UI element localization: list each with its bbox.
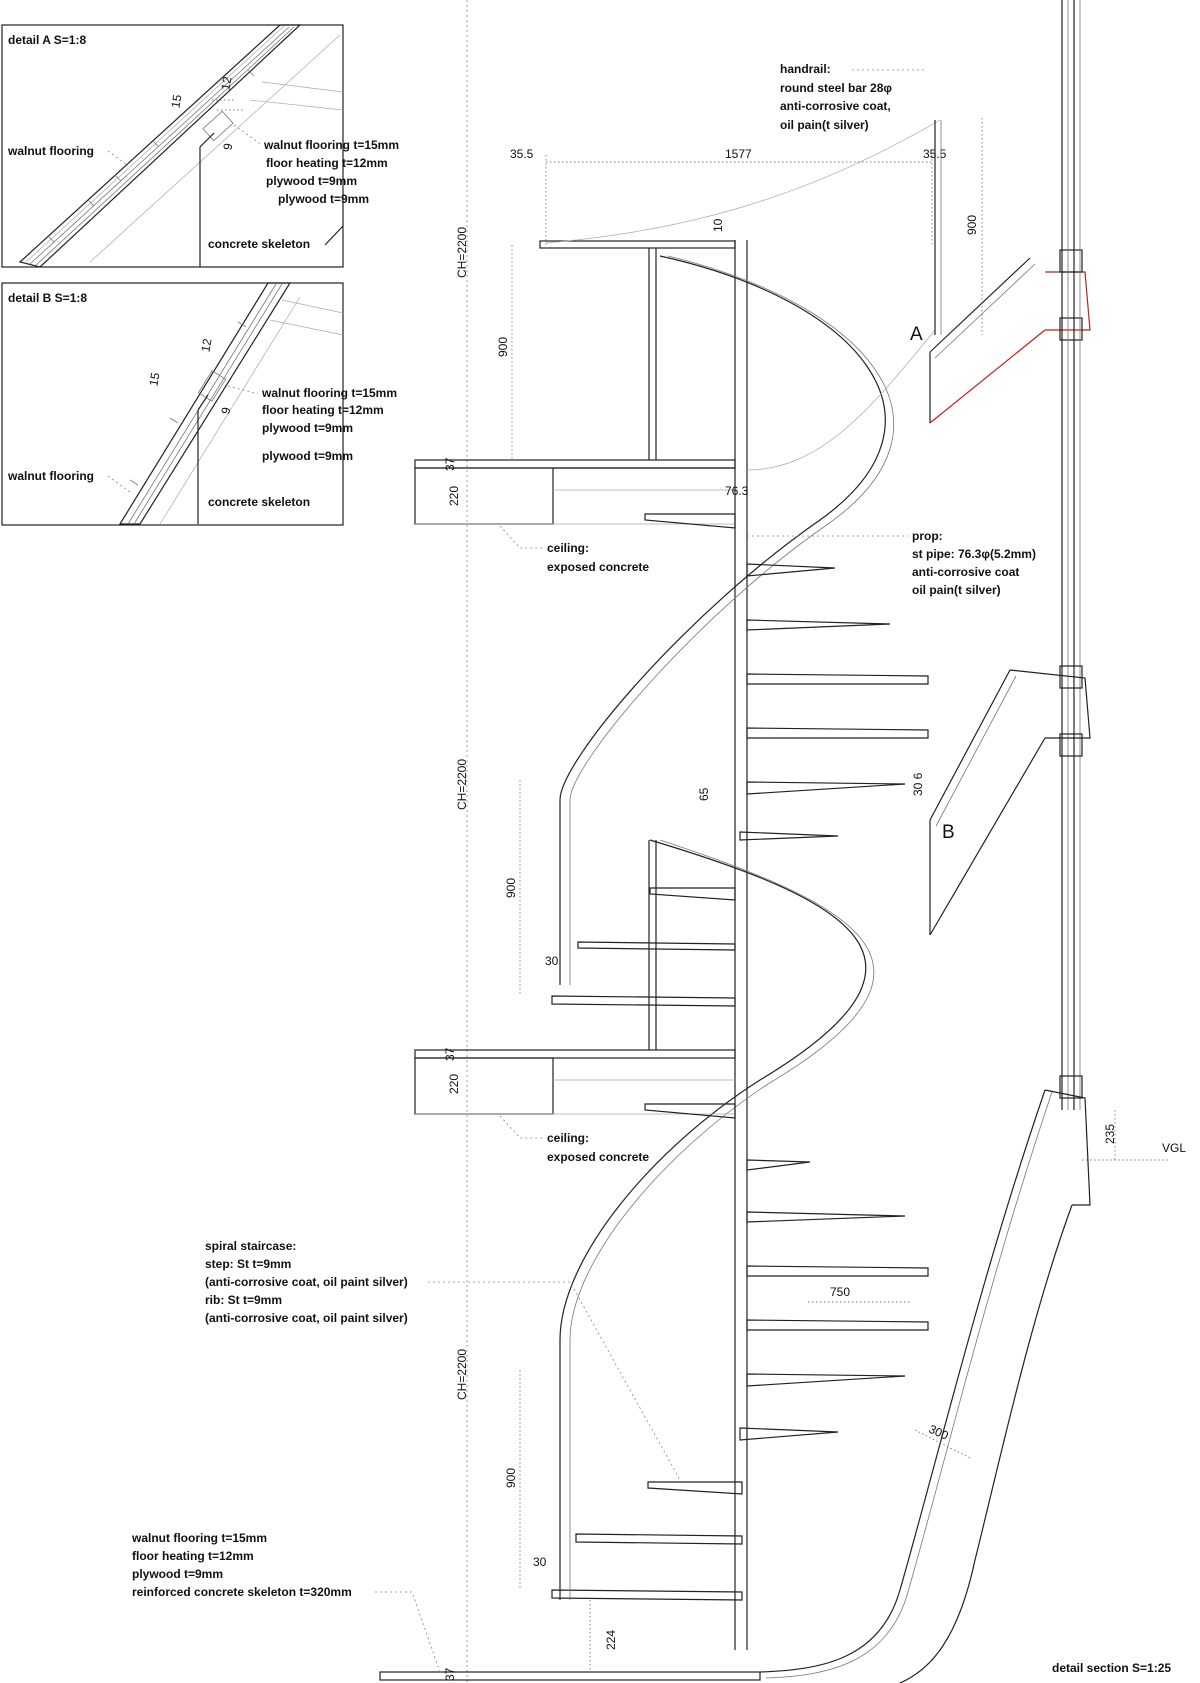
staircase-line-2: (anti-corrosive coat, oil paint silver) — [205, 1275, 408, 1289]
ceiling-1-line-1: exposed concrete — [547, 560, 649, 574]
dim-300: 300 — [927, 1422, 951, 1443]
detail-a-dim-2: 9 — [220, 142, 235, 151]
ch-label-3: CH=2200 — [455, 1349, 469, 1400]
dim-224: 224 — [604, 1630, 618, 1650]
window-mullions — [1061, 0, 1081, 1110]
dim-220-b: 220 — [447, 1074, 461, 1094]
floor-spec-line-0: walnut flooring t=15mm — [131, 1531, 267, 1545]
detail-a-layer-2: plywood t=9mm — [266, 174, 357, 188]
detail-a-dim-1: 12 — [218, 75, 234, 91]
handrail-line-2: anti-corrosive coat, — [780, 99, 891, 113]
floor-slab-middle: 37 220 ceiling: exposed concrete — [414, 1047, 736, 1164]
detail-a-layer-3: plywood t=9mm — [278, 192, 369, 206]
dim-30-6: 30 6 — [911, 772, 925, 796]
detail-b-layer-3: plywood t=9mm — [262, 449, 353, 463]
drawing-title: detail section S=1:25 — [1052, 1661, 1171, 1675]
prop-pipe — [734, 240, 748, 1650]
upper-landing — [539, 119, 941, 801]
detail-a-layer-1: floor heating t=12mm — [266, 156, 388, 170]
dim-235: 235 — [1103, 1124, 1117, 1144]
detail-a-skeleton-label: concrete skeleton — [208, 237, 310, 251]
steps-lower — [551, 1159, 929, 1601]
detail-b-layer-0: walnut flooring t=15mm — [261, 386, 397, 400]
handrail-line-0: handrail: — [780, 62, 831, 76]
ceiling-1-line-0: ceiling: — [547, 541, 589, 555]
detail-a-panel: detail A S=1:8 15 12 9 walnut flooring w… — [1, 24, 399, 268]
detail-a-title: detail A S=1:8 — [8, 33, 86, 47]
dim-10: 10 — [711, 218, 725, 232]
marker-a: A — [910, 324, 923, 345]
prop-line-3: oil pain(t silver) — [912, 583, 1001, 597]
staircase-line-0: spiral staircase: — [205, 1239, 296, 1253]
detail-b-dim-0: 15 — [146, 371, 162, 387]
floor-slab-upper: 37 220 ceiling: exposed concrete — [414, 457, 736, 574]
ch-label-2: CH=2200 — [455, 759, 469, 810]
dim-37-c: 37 — [443, 1667, 457, 1681]
detail-b-dim-2: 9 — [218, 406, 233, 415]
dim-37-b: 37 — [443, 1047, 457, 1061]
detail-a-flooring-label: walnut flooring — [7, 144, 94, 158]
detail-b-skeleton-label: concrete skeleton — [208, 495, 310, 509]
dim-65: 65 — [697, 787, 711, 801]
sloped-wall-b — [929, 665, 1091, 936]
prop-line-2: anti-corrosive coat — [912, 565, 1019, 579]
floor-spec-line-2: plywood t=9mm — [132, 1567, 223, 1581]
detail-a-dim-0: 15 — [168, 93, 184, 109]
detail-b-title: detail B S=1:8 — [8, 291, 87, 305]
dim-37-a: 37 — [443, 457, 457, 471]
handrail-line-1: round steel bar 28φ — [780, 81, 892, 95]
detail-b-layer-1: floor heating t=12mm — [262, 403, 384, 417]
floor-slab-ground: 37 224 — [379, 1600, 761, 1681]
marker-b: B — [942, 822, 955, 843]
prop-line-1: st pipe: 76.3φ(5.2mm) — [912, 547, 1036, 561]
dim-900-top: 900 — [496, 337, 510, 357]
dim-1577: 1577 — [725, 147, 752, 161]
handrail-line-3: oil pain(t silver) — [780, 118, 869, 132]
staircase-line-1: step: St t=9mm — [205, 1257, 291, 1271]
dim-35-left: 35.5 — [510, 147, 534, 161]
prop-line-0: prop: — [912, 529, 943, 543]
ch-label-1: CH=2200 — [455, 227, 469, 278]
staircase-line-3: rib: St t=9mm — [205, 1293, 282, 1307]
ceiling-2-line-0: ceiling: — [547, 1131, 589, 1145]
dim-900-mid: 900 — [504, 878, 518, 898]
ceiling-2-line-1: exposed concrete — [547, 1150, 649, 1164]
dim-30-bot: 30 — [533, 1555, 547, 1569]
dim-30-mid: 30 — [545, 954, 559, 968]
dim-76: 76.3 — [725, 484, 749, 498]
dim-900-bot: 900 — [504, 1468, 518, 1488]
detail-b-layer-2: plywood t=9mm — [262, 421, 353, 435]
dim-750: 750 — [830, 1285, 850, 1299]
detail-b-dim-1: 12 — [198, 337, 214, 353]
floor-spec-line-3: reinforced concrete skeleton t=320mm — [132, 1585, 352, 1599]
staircase-line-4: (anti-corrosive coat, oil paint silver) — [205, 1311, 408, 1325]
detail-b-panel: detail B S=1:8 15 12 9 walnut flooring t… — [1, 282, 397, 526]
floor-spec-line-1: floor heating t=12mm — [132, 1549, 254, 1563]
detail-a-layer-0: walnut flooring t=15mm — [263, 138, 399, 152]
sloped-slab-a — [929, 249, 1091, 424]
steps-upper — [644, 513, 929, 841]
dim-900-right: 900 — [965, 215, 979, 235]
detail-b-flooring-label: walnut flooring — [7, 469, 94, 483]
vgl-label: VGL — [1162, 1141, 1186, 1155]
lower-wall: 235 VGL 300 — [759, 1075, 1186, 1683]
steps-middle — [551, 887, 736, 1007]
dim-220-a: 220 — [447, 486, 461, 506]
